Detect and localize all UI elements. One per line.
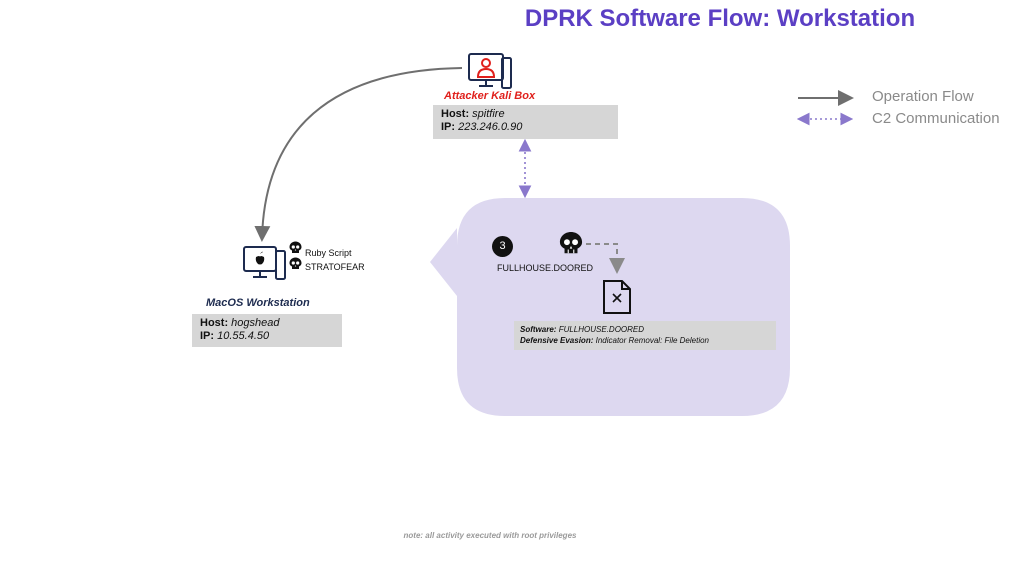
deleted-file-icon (602, 279, 632, 320)
software-value: FULLHOUSE.DOORED (558, 325, 645, 334)
attacker-ip-key: IP: (441, 121, 456, 133)
attacker-computer-icon (466, 52, 514, 95)
workstation-label: MacOS Workstation (206, 297, 310, 309)
skull-icon (289, 241, 302, 260)
attacker-ip-value: 223.246.0.90 (458, 121, 523, 133)
skull-icon (289, 257, 302, 276)
tool-ruby-script: Ruby Script (305, 248, 352, 258)
step-number-badge: 3 (492, 236, 513, 257)
evasion-key: Defensive Evasion: (520, 336, 594, 345)
attacker-label: Attacker Kali Box (444, 90, 536, 102)
workstation-ip-value: 10.55.4.50 (217, 330, 270, 342)
workstation-ip-key: IP: (200, 330, 215, 342)
tool-stratofear: STRATOFEAR (305, 262, 365, 272)
legend-c2-label: C2 Communication (872, 110, 1000, 127)
workstation-host-box: Host: hogshead IP: 10.55.4.50 (192, 314, 342, 347)
workstation-host-value: hogshead (231, 317, 280, 329)
operation-flow-arrow (254, 67, 463, 242)
activity-bubble (430, 198, 790, 416)
software-name-label: FULLHOUSE.DOORED (497, 263, 594, 273)
footer-note: note: all activity executed with root pr… (403, 531, 577, 540)
workstation-host-key: Host: (200, 317, 229, 329)
evasion-value: Indicator Removal: File Deletion (595, 336, 709, 345)
software-info-box: Software: FULLHOUSE.DOORED Defensive Eva… (514, 321, 776, 350)
attacker-host-key: Host: (441, 108, 470, 120)
software-key: Software: (520, 325, 557, 334)
attacker-host-value: spitfire (472, 108, 505, 120)
skull-icon (559, 231, 583, 262)
apple-computer-icon (242, 245, 288, 286)
legend-operation-flow-label: Operation Flow (872, 88, 974, 105)
page-title: DPRK Software Flow: Workstation (524, 5, 916, 32)
attacker-host-box: Host: spitfire IP: 223.246.0.90 (433, 105, 618, 139)
deletion-connector (586, 243, 625, 274)
